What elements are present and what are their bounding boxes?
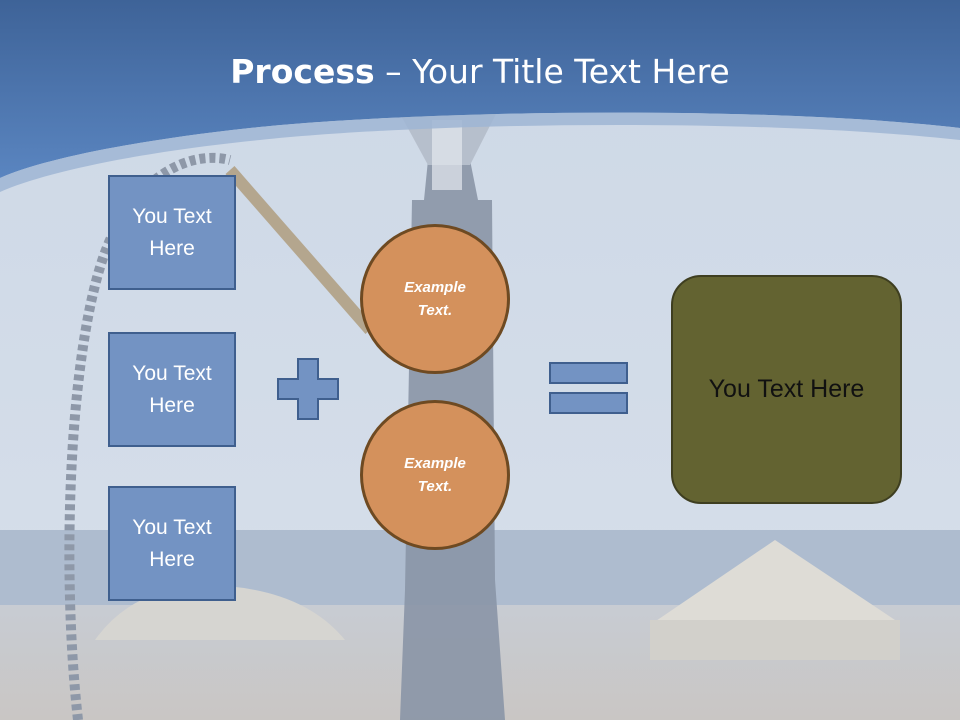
input-box-1-label: You Text Here — [132, 204, 212, 260]
page-title: Process – Your Title Text Here — [0, 52, 960, 91]
plus-icon — [277, 358, 339, 420]
input-box-3[interactable]: You Text Here — [108, 486, 236, 601]
input-box-2-label: You Text Here — [132, 361, 212, 417]
example-circle-1[interactable]: Example Text. — [360, 224, 510, 374]
result-box[interactable]: You Text Here — [671, 275, 902, 504]
result-box-label: You Text Here — [708, 375, 865, 403]
example-circle-1-label: Example Text. — [404, 279, 466, 319]
equals-icon — [549, 362, 628, 414]
input-box-1[interactable]: You Text Here — [108, 175, 236, 290]
title-rest: – Your Title Text Here — [374, 52, 730, 91]
title-bold: Process — [230, 52, 375, 91]
input-box-3-label: You Text Here — [132, 515, 212, 571]
input-box-2[interactable]: You Text Here — [108, 332, 236, 447]
example-circle-2-label: Example Text. — [404, 455, 466, 495]
example-circle-2[interactable]: Example Text. — [360, 400, 510, 550]
